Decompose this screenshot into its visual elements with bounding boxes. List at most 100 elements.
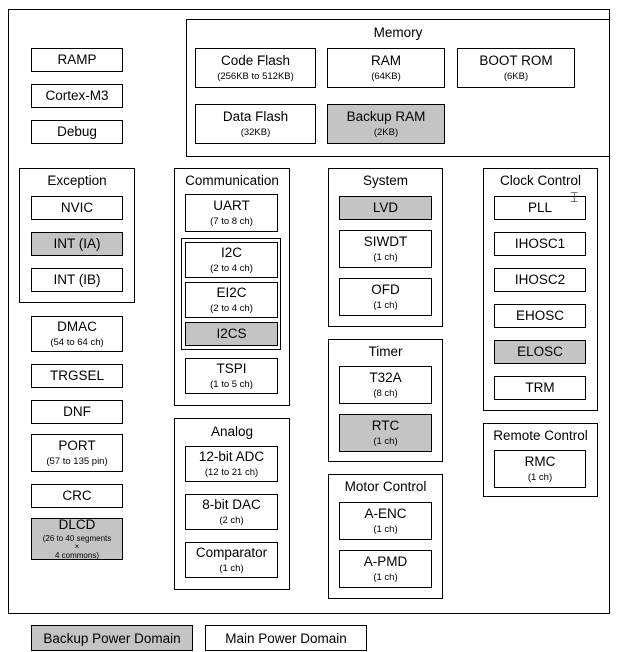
dmac-block: DMAC (54 to 64 ch)	[31, 316, 123, 352]
system-group-title: System	[362, 173, 408, 188]
debug-label: Debug	[57, 123, 97, 139]
comparator-block: Comparator (1 ch)	[185, 542, 278, 578]
uart-channels: (7 to 8 ch)	[210, 215, 253, 227]
adc-channels: (12 to 21 ch)	[204, 466, 259, 478]
tspi-block: TSPI (1 to 5 ch)	[185, 358, 278, 394]
siwdt-channels: (1 ch)	[373, 251, 398, 263]
tspi-channels: (1 to 5 ch)	[210, 378, 253, 390]
t32a-channels: (8 ch)	[373, 387, 398, 399]
ihosc2-label: IHOSC2	[514, 271, 566, 287]
uart-block: UART (7 to 8 ch)	[185, 194, 278, 232]
i2cs-label: I2CS	[216, 325, 247, 341]
siwdt-block: SIWDT (1 ch)	[339, 230, 432, 268]
ehosc-block: EHOSC	[494, 304, 586, 328]
legend-backup-label: Backup Power Domain	[43, 630, 181, 646]
ram-size: (64KB)	[371, 70, 401, 82]
a-enc-label: A-ENC	[364, 505, 407, 521]
dac-label: 8-bit DAC	[202, 496, 261, 512]
int-ia-block: INT (IA)	[31, 232, 123, 256]
rmc-block: RMC (1 ch)	[494, 450, 586, 488]
legend-backup-power-domain: Backup Power Domain	[31, 625, 193, 651]
lvd-block: LVD	[339, 196, 432, 220]
backup-ram-block: Backup RAM (2KB)	[327, 104, 445, 144]
i2c-channels: (2 to 4 ch)	[210, 262, 253, 274]
ofd-channels: (1 ch)	[373, 299, 398, 311]
legend-main-label: Main Power Domain	[225, 630, 347, 646]
ihosc2-block: IHOSC2	[494, 268, 586, 292]
dnf-label: DNF	[63, 403, 91, 419]
trgsel-block: TRGSEL	[31, 364, 123, 388]
code-flash-size: (256KB to 512KB)	[217, 70, 294, 82]
a-pmd-block: A-PMD (1 ch)	[339, 550, 432, 588]
dlcd-label: DLCD	[58, 517, 96, 532]
comparator-label: Comparator	[195, 544, 268, 560]
nvic-label: NVIC	[60, 199, 94, 215]
pll-block: PLL	[494, 196, 586, 220]
comparator-channels: (1 ch)	[219, 562, 244, 574]
boot-rom-label: BOOT ROM	[479, 52, 553, 68]
dac-block: 8-bit DAC (2 ch)	[185, 494, 278, 530]
text-cursor-icon: ⌶	[570, 189, 579, 205]
elosc-block: ELOSC	[494, 340, 586, 364]
boot-rom-size: (6KB)	[503, 70, 529, 82]
port-block: PORT (57 to 135 pin)	[31, 434, 123, 472]
tspi-label: TSPI	[216, 360, 247, 376]
i2cs-block: I2CS	[185, 322, 278, 346]
a-enc-channels: (1 ch)	[373, 523, 398, 535]
rtc-channels: (1 ch)	[373, 435, 398, 447]
nvic-block: NVIC	[31, 196, 123, 220]
ehosc-label: EHOSC	[515, 307, 564, 323]
data-flash-size: (32KB)	[240, 126, 271, 138]
t32a-label: T32A	[369, 369, 402, 385]
a-pmd-channels: (1 ch)	[373, 571, 398, 583]
memory-group-title: Memory	[373, 25, 423, 40]
a-pmd-label: A-PMD	[363, 553, 408, 569]
communication-group-title: Communication	[185, 173, 279, 188]
ofd-label: OFD	[371, 281, 400, 297]
i2c-block: I2C (2 to 4 ch)	[185, 242, 278, 278]
t32a-block: T32A (8 ch)	[339, 366, 432, 404]
uart-label: UART	[213, 197, 250, 213]
ofd-block: OFD (1 ch)	[339, 278, 432, 316]
ramp-block: RAMP	[31, 48, 123, 72]
remote-control-group-title: Remote Control	[493, 428, 588, 443]
pll-label: PLL	[527, 199, 553, 215]
rmc-label: RMC	[524, 453, 556, 469]
backup-ram-size: (2KB)	[373, 126, 399, 138]
elosc-label: ELOSC	[517, 343, 563, 359]
ram-label: RAM	[371, 52, 401, 68]
ei2c-block: EI2C (2 to 4 ch)	[185, 282, 278, 318]
dmac-channels: (54 to 64 ch)	[50, 336, 104, 348]
trm-block: TRM	[494, 376, 586, 400]
dmac-label: DMAC	[57, 318, 97, 334]
timer-group-title: Timer	[368, 344, 403, 359]
ram-block: RAM (64KB)	[327, 48, 445, 88]
rtc-block: RTC (1 ch)	[339, 414, 432, 452]
legend-main-power-domain: Main Power Domain	[205, 625, 367, 651]
port-pins: (57 to 135 pin)	[46, 455, 108, 467]
int-ib-block: INT (IB)	[31, 268, 123, 292]
dlcd-block: DLCD (26 to 40 segments × 4 commons)	[31, 517, 123, 560]
analog-group-title: Analog	[210, 424, 254, 439]
ei2c-channels: (2 to 4 ch)	[210, 302, 253, 314]
cortex-m3-block: Cortex-M3	[31, 84, 123, 108]
dac-channels: (2 ch)	[219, 514, 244, 526]
debug-block: Debug	[31, 120, 123, 144]
trm-label: TRM	[525, 379, 555, 395]
ramp-label: RAMP	[57, 51, 97, 67]
clock-control-group-title: Clock Control	[499, 173, 582, 188]
dlcd-segments: (26 to 40 segments	[42, 533, 112, 543]
port-label: PORT	[58, 437, 96, 453]
dlcd-times: ×	[74, 542, 80, 552]
adc-block: 12-bit ADC (12 to 21 ch)	[185, 446, 278, 482]
data-flash-block: Data Flash (32KB)	[195, 104, 316, 144]
dnf-block: DNF	[31, 400, 123, 424]
data-flash-label: Data Flash	[222, 108, 289, 124]
rtc-label: RTC	[371, 417, 400, 433]
crc-block: CRC	[31, 484, 123, 508]
motor-control-group-title: Motor Control	[344, 479, 427, 494]
a-enc-block: A-ENC (1 ch)	[339, 502, 432, 540]
code-flash-label: Code Flash	[220, 52, 291, 68]
cortex-m3-label: Cortex-M3	[45, 87, 109, 103]
dlcd-commons: 4 commons)	[54, 550, 99, 560]
